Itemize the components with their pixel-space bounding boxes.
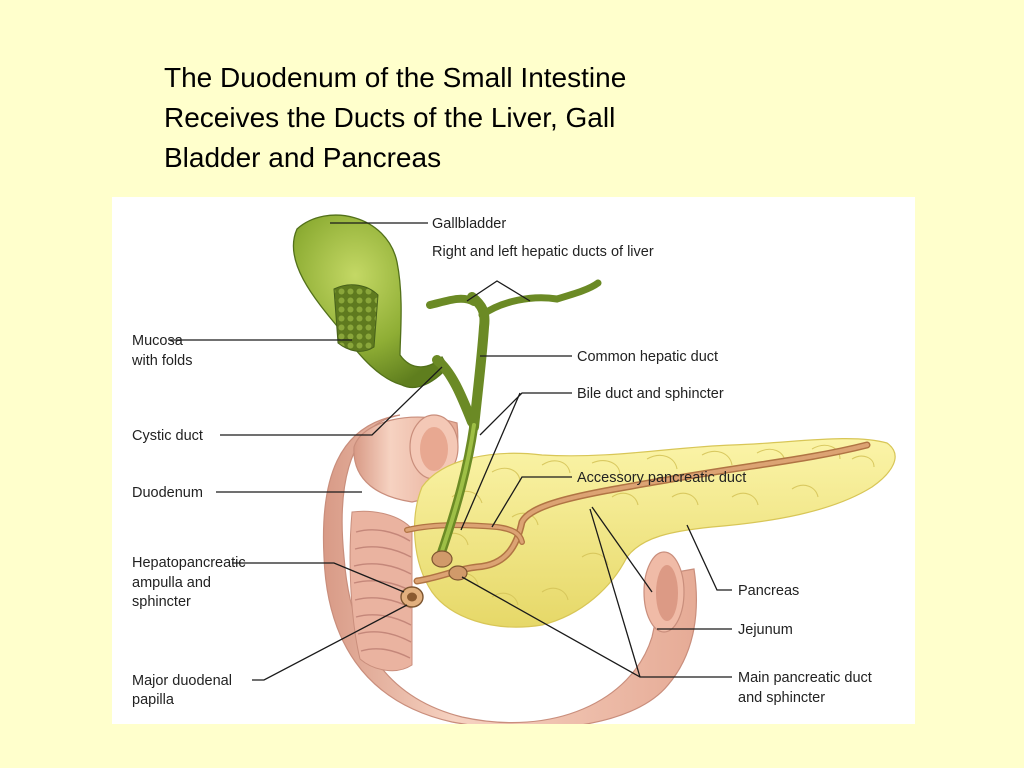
title-line-3: Bladder and Pancreas bbox=[164, 142, 442, 173]
duodenum-shape bbox=[322, 414, 698, 724]
anatomy-figure: Gallbladder Right and left hepatic ducts… bbox=[112, 197, 915, 724]
label-hepatopancreatic-line-3: sphincter bbox=[132, 594, 191, 610]
label-jejunum: Jejunum bbox=[738, 622, 793, 638]
label-major-papilla-line-1: Major duodenal bbox=[132, 673, 232, 689]
slide-title: The Duodenum of the Small Intestine Rece… bbox=[164, 58, 784, 178]
label-cystic-duct: Cystic duct bbox=[132, 428, 203, 444]
pancreas-shape bbox=[414, 438, 896, 628]
label-hepatopancreatic-line-2: ampulla and bbox=[132, 575, 211, 591]
label-major-papilla-line-2: papilla bbox=[132, 692, 175, 708]
title-line-1: The Duodenum of the Small Intestine bbox=[164, 62, 627, 93]
label-mucosa-line-2: with folds bbox=[131, 353, 192, 369]
label-common-hepatic-duct: Common hepatic duct bbox=[577, 349, 718, 365]
title-line-2: Receives the Ducts of the Liver, Gall bbox=[164, 102, 616, 133]
sphincters bbox=[400, 550, 468, 608]
leader-lines bbox=[170, 222, 732, 681]
label-pancreas: Pancreas bbox=[738, 583, 799, 599]
label-main-pancreatic-line-2: and sphincter bbox=[738, 690, 825, 706]
label-duodenum: Duodenum bbox=[132, 485, 203, 501]
label-hepatic-ducts: Right and left hepatic ducts of liver bbox=[432, 244, 654, 260]
label-hepatopancreatic-line-1: Hepatopancreatic bbox=[132, 555, 246, 571]
pancreatic-ducts bbox=[404, 441, 871, 585]
label-main-pancreatic-line-1: Main pancreatic duct bbox=[738, 670, 872, 686]
label-gallbladder: Gallbladder bbox=[432, 216, 506, 232]
labels: Gallbladder Right and left hepatic ducts… bbox=[131, 216, 872, 708]
label-accessory-pancreatic-duct: Accessory pancreatic duct bbox=[577, 470, 746, 486]
gallbladder-shape bbox=[292, 214, 602, 562]
label-mucosa-line-1: Mucosa bbox=[132, 333, 184, 349]
label-bile-duct: Bile duct and sphincter bbox=[577, 386, 724, 402]
